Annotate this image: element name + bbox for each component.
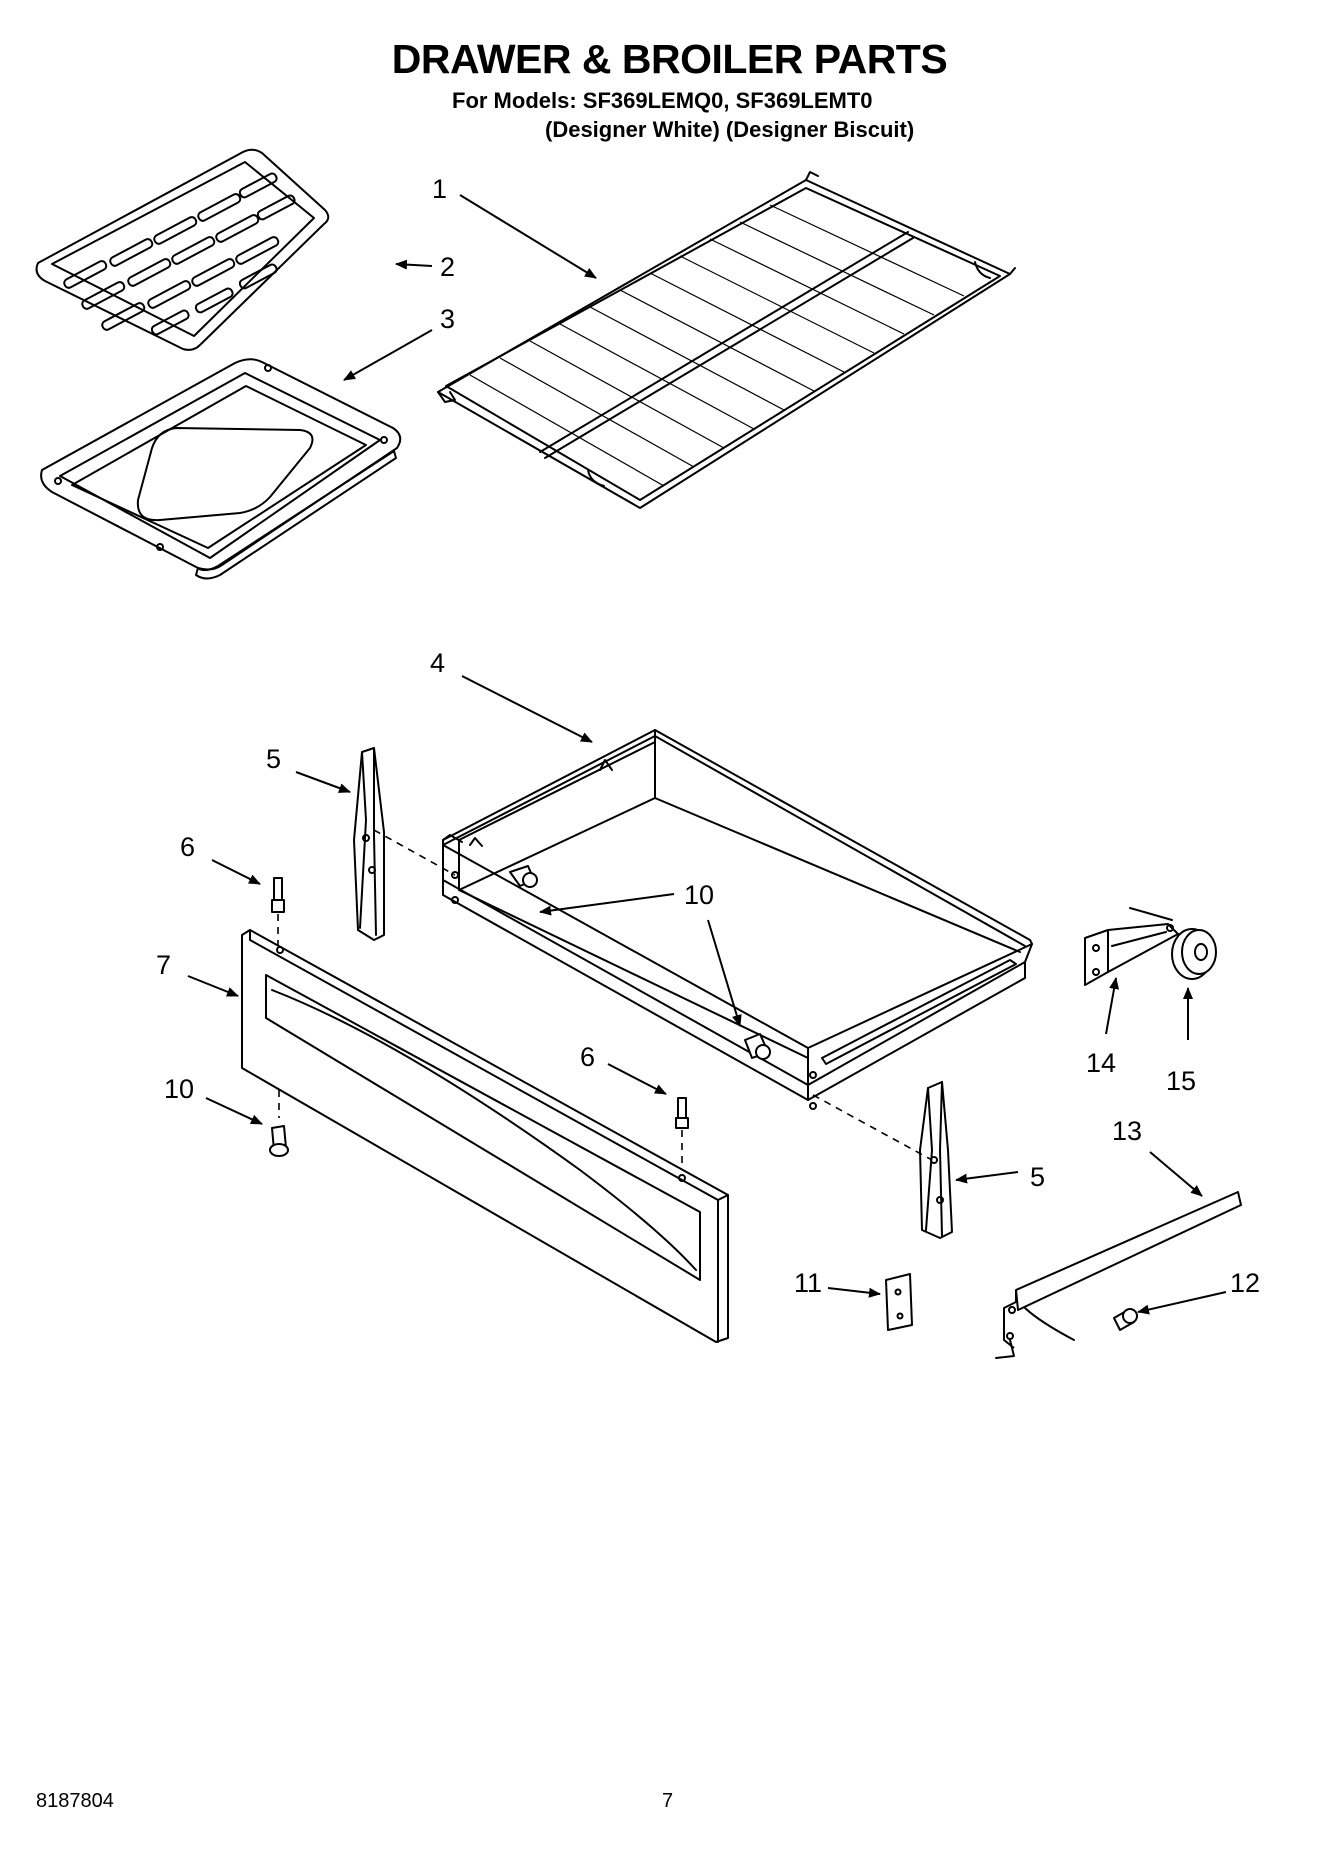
clip-part-11 — [885, 1273, 913, 1331]
page-title: DRAWER & BROILER PARTS — [391, 36, 948, 82]
drawer-guide-part-5-right — [919, 1081, 953, 1239]
part-label-10-upper: 10 — [684, 880, 714, 910]
part-label-13: 13 — [1112, 1116, 1142, 1146]
part-label-7: 7 — [156, 950, 171, 980]
broiler-pan-part-3 — [40, 358, 402, 580]
part-label-5-right: 5 — [1030, 1162, 1045, 1192]
part-label-14: 14 — [1086, 1048, 1116, 1078]
rail-part-13 — [995, 1191, 1242, 1359]
part-label-6-right: 6 — [580, 1042, 595, 1072]
stud-part-6-left — [271, 877, 285, 945]
screw-part-12 — [1113, 1308, 1138, 1331]
broiler-grid-part-2 — [35, 148, 330, 351]
part-label-5-left: 5 — [266, 744, 281, 774]
part-label-10-lower: 10 — [164, 1074, 194, 1104]
roller-part-15 — [1171, 928, 1217, 980]
models-line: For Models: SF369LEMQ0, SF369LEMT0 — [452, 88, 873, 113]
part-label-2: 2 — [440, 252, 455, 282]
part-label-1: 1 — [432, 174, 447, 204]
part-label-11: 11 — [794, 1268, 822, 1298]
part-label-6-left: 6 — [180, 832, 195, 862]
bracket-part-14 — [1084, 907, 1179, 986]
part-label-3: 3 — [440, 304, 455, 334]
document-number: 8187804 — [36, 1790, 114, 1812]
screw-part-10-middle — [744, 1033, 771, 1060]
screw-part-10-upper — [509, 865, 538, 888]
drawer-front-panel-part-7 — [241, 929, 729, 1343]
oven-rack-part-1 — [437, 171, 1016, 509]
colors-line: (Designer White) (Designer Biscuit) — [545, 117, 915, 142]
page-number: 7 — [662, 1790, 674, 1812]
leader-arrows — [187, 194, 1227, 1315]
screw-part-10-lower — [269, 1125, 289, 1157]
stud-part-6-right — [675, 1097, 689, 1165]
part-label-12: 12 — [1230, 1268, 1260, 1298]
part-label-4: 4 — [430, 648, 445, 678]
drawer-guide-part-5-left — [353, 747, 385, 941]
part-label-15: 15 — [1166, 1066, 1196, 1096]
drawer-part-4 — [442, 729, 1033, 1110]
